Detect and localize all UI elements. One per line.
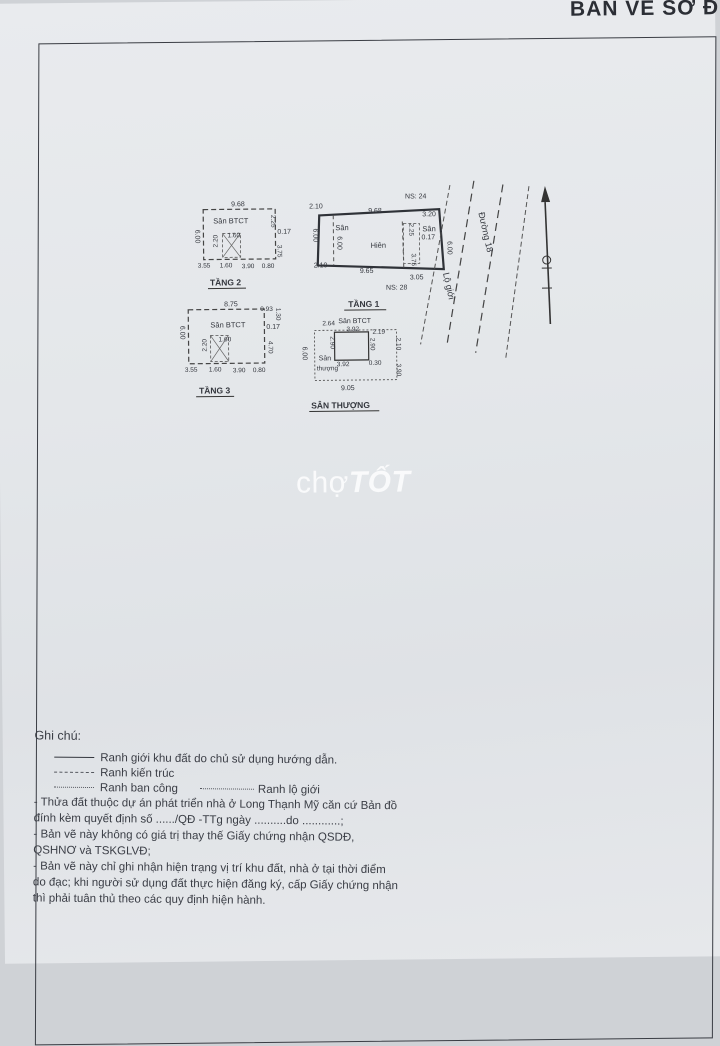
tang2-right-small: 0.17 [277, 229, 291, 236]
tang1-inner-depth: 6.00 [335, 236, 342, 250]
tang1-top-left: 2.10 [309, 203, 323, 210]
tang1-san-right: Sân [422, 224, 435, 233]
santhuong-room-top: Sân BTCT [338, 318, 371, 325]
tang2-inner: 1.60 [227, 232, 240, 239]
note-paragraph-3: - Bản vẽ này chỉ ghi nhận hiện trạng vị … [33, 858, 453, 910]
tang2-b1: 3.55 [198, 263, 211, 270]
floor-plan-drawing: 2.10 9.68 3.20 NS: 24 2.10 9.65 3.05 NS:… [167, 168, 570, 422]
tang2-b3: 3.90 [242, 263, 255, 270]
tang3-right-top2: 1.30 [274, 308, 281, 321]
tang1-plan: 2.10 9.68 3.20 NS: 24 2.10 9.65 3.05 NS:… [309, 193, 453, 310]
tang3-inner: 1.60 [218, 336, 231, 343]
tang2-right-top: 2.25 [269, 215, 276, 228]
tang3-right-bottom: 4.70 [267, 341, 274, 354]
legend-dashed-line [54, 772, 94, 773]
tang1-bottom-right: 3.05 [410, 274, 424, 281]
santhuong-title-underline [309, 411, 379, 412]
tang2-b2: 1.60 [220, 262, 233, 269]
tang1-inner-line [333, 215, 334, 265]
notes-heading: Ghi chú: [34, 727, 454, 747]
tang3-b2: 1.60 [209, 366, 222, 373]
notes-section: Ghi chú: Ranh giới khu đất do chủ sử dụn… [33, 727, 455, 910]
santhuong-stair-room [334, 332, 368, 360]
tang1-hien-b: 3.75 [410, 253, 417, 266]
tang1-title: TẦNG 1 [348, 299, 380, 309]
floor-plan-area: 2.10 9.68 3.20 NS: 24 2.10 9.65 3.05 NS:… [167, 168, 570, 422]
tang1-left-depth: 6.00 [311, 228, 318, 242]
tang1-bottom-width: 9.65 [360, 268, 374, 275]
watermark: chợTỐT [296, 465, 411, 500]
tang1-san-left: Sân [335, 223, 348, 232]
tang1-hien: Hiên [370, 241, 386, 250]
road-lo-gioi: Lộ giới [441, 271, 457, 300]
tang1-right-depth: 6.00 [446, 241, 453, 255]
watermark-part1: chợ [296, 466, 349, 500]
tang2-title: TẦNG 2 [210, 277, 242, 287]
tang1-hien-a: 2.25 [407, 223, 414, 236]
north-arrow-icon [541, 186, 552, 324]
road-street-name: Đường 18 [476, 211, 495, 253]
tang3-b3: 3.90 [233, 367, 246, 374]
document-title: BẢN VẼ SƠ Đ [570, 0, 719, 22]
tang1-top-right: 3.20 [422, 211, 436, 218]
note-paragraph-2: - Bản vẽ này không có giá trị thay thế G… [33, 826, 453, 862]
santhuong-t3: 2.19 [372, 329, 385, 336]
santhuong-left-depth: 6.00 [301, 347, 308, 361]
tang3-right-small: 0.17 [266, 324, 280, 331]
santhuong-t1: 2.64 [322, 320, 335, 327]
road-edge-3 [474, 184, 505, 352]
tang2-inner-h: 2.20 [212, 234, 219, 247]
tang3-depth: 6.00 [178, 326, 185, 340]
tang3-width: 8.75 [224, 301, 238, 308]
tang2-width: 9.68 [231, 201, 245, 208]
road-edge-4 [504, 186, 531, 358]
tang1-ns-bottom: NS: 28 [386, 284, 408, 291]
tang1-bottom-left: 2.10 [314, 262, 328, 269]
tang2-room: Sân BTCT [213, 216, 249, 225]
santhuong-right-bottom: 3.90 [395, 364, 402, 377]
road-edge-2 [445, 181, 476, 347]
tang3-room: Sân BTCT [210, 320, 246, 329]
tang3-plan: 8.75 Sân BTCT 0.93 1.30 0.17 4.70 1.60 2… [178, 301, 282, 397]
legend-label-dotted: Ranh ban công [100, 780, 178, 797]
tang2-depth: 6.00 [193, 230, 200, 244]
legend-solid-line [54, 757, 94, 758]
tang1-top-width: 9.68 [368, 208, 382, 215]
tang2-b4: 0.80 [262, 263, 275, 270]
legend-label-lo-gioi: Ranh lộ giới [258, 781, 320, 798]
legend-dotted-line [54, 787, 94, 788]
santhuong-t2: 3.92 [346, 326, 359, 333]
santhuong-san-sub: thượng [317, 365, 339, 372]
santhuong-san-label: Sân [319, 355, 332, 362]
tang3-right-top: 0.93 [260, 306, 273, 313]
santhuong-v1: 2.90 [328, 336, 335, 349]
legend-lo-gioi-line [200, 788, 254, 790]
note-paragraph-1: - Thửa đất thuộc dự án phát triển nhà ở … [34, 794, 454, 830]
tang1-ns-top: NS: 24 [405, 193, 427, 200]
tang3-inner-h: 2.20 [202, 339, 209, 352]
santhuong-b-inner: 3.92 [337, 361, 350, 368]
tang1-right-small: 0.17 [421, 234, 435, 241]
santhuong-bottom-width: 9.05 [341, 385, 355, 392]
tang2-plan: 9.68 Sân BTCT 1.60 2.20 6.00 2.25 0.17 3… [193, 201, 292, 289]
tang3-b4: 0.80 [253, 367, 266, 374]
santhuong-v2: 2.90 [369, 338, 376, 351]
tang3-b1: 3.55 [185, 367, 198, 374]
santhuong-plan: 2.64 Sân BTCT 3.92 2.19 6.00 2.90 2.90 2… [300, 318, 402, 412]
watermark-part2: TỐT [349, 465, 411, 499]
tang3-title: TẦNG 3 [199, 385, 231, 395]
santhuong-b-small: 0.30 [369, 360, 382, 367]
santhuong-title: SÂN THƯỢNG [311, 399, 370, 411]
tang2-right-bottom: 3.75 [276, 245, 283, 258]
document-sheet: BẢN VẼ SƠ Đ 2.10 9.68 3.20 NS: 24 2.10 9… [0, 0, 720, 964]
santhuong-v3: 2.10 [395, 338, 402, 351]
